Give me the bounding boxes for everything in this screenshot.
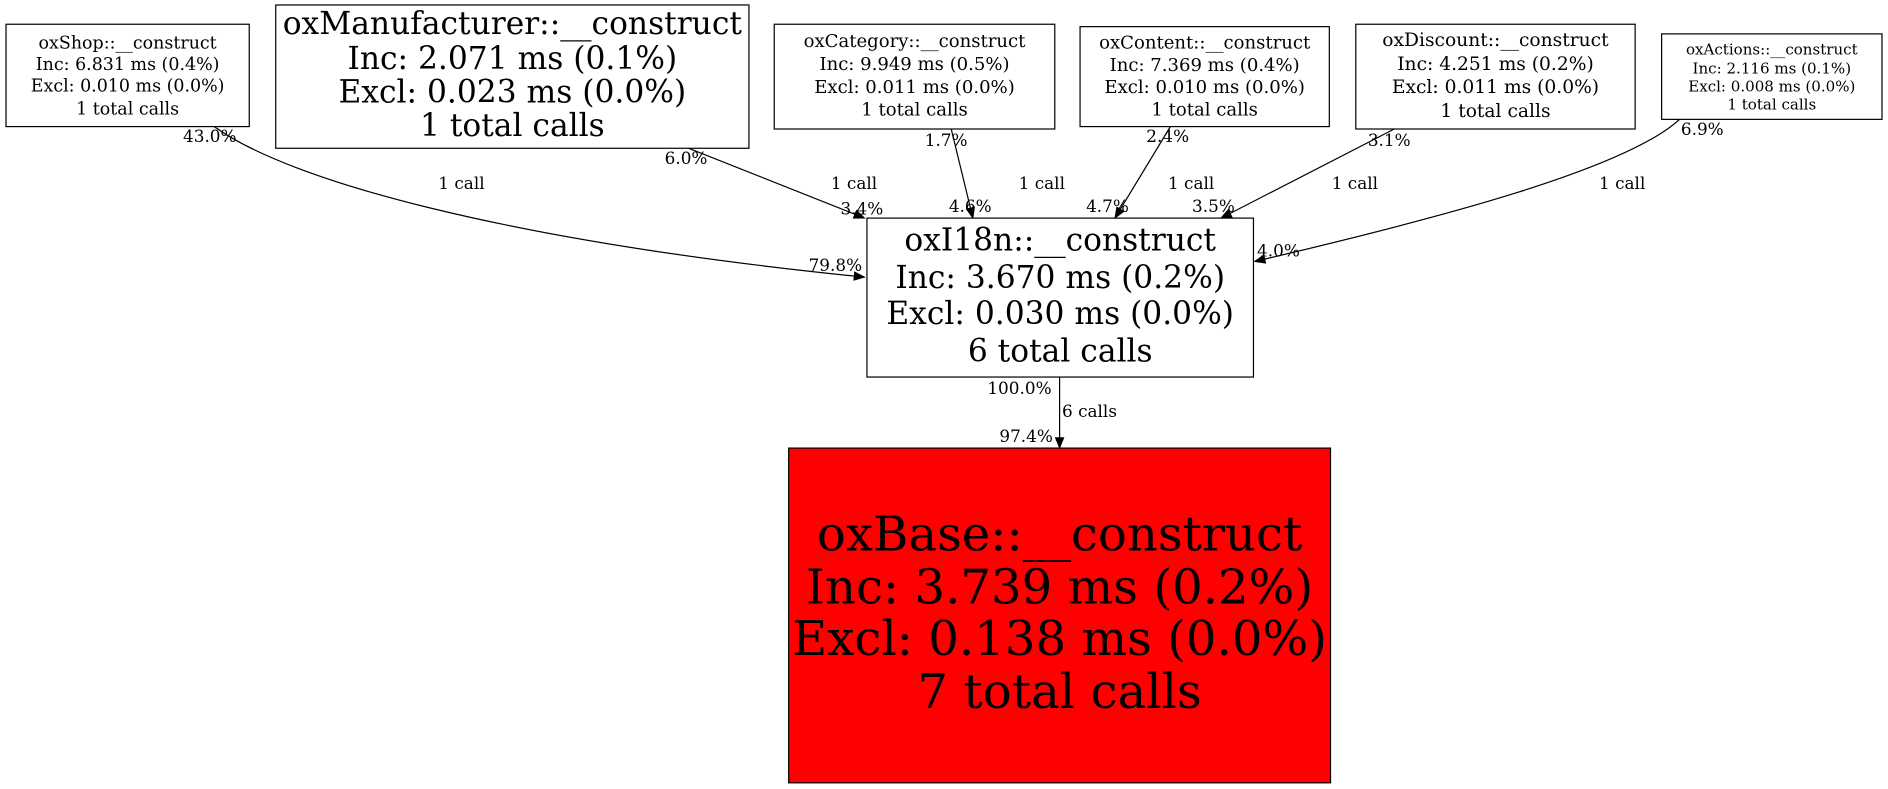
edge-call-label: 1 call xyxy=(831,173,877,193)
edge-tail-percent: 6.0% xyxy=(665,148,708,168)
edge-call-label: 1 call xyxy=(1599,173,1645,193)
edge-call-label: 1 call xyxy=(1168,173,1214,193)
edge-tail-percent: 100.0% xyxy=(987,378,1051,398)
node-line: oxBase::__construct xyxy=(817,506,1302,562)
edge-tail-percent: 43.0% xyxy=(183,126,237,146)
edge-call-label: 1 call xyxy=(438,173,484,193)
node-line: 7 total calls xyxy=(917,664,1201,720)
node-line: oxShop::__construct xyxy=(39,33,217,53)
node-line: Inc: 2.071 ms (0.1%) xyxy=(347,41,677,77)
edge-oxcategory-to-oxi18n: 1 call 1.7% 4.6% xyxy=(925,128,1065,220)
edge-head-percent: 79.8% xyxy=(809,255,863,275)
node-box xyxy=(1661,33,1883,120)
edge-head-percent: 3.4% xyxy=(840,198,883,218)
edge-line xyxy=(688,147,866,219)
node-box xyxy=(275,4,750,149)
node-line: Inc: 2.116 ms (0.1%) xyxy=(1693,60,1852,78)
edge-oxmanufacturer-to-oxi18n: 1 call 6.0% 3.4% xyxy=(665,147,883,219)
edge-oxi18n-to-oxbase: 6 calls 100.0% 97.4% xyxy=(987,377,1117,450)
edge-line xyxy=(213,126,866,281)
node-line: 1 total calls xyxy=(420,108,605,144)
node-line: 1 total calls xyxy=(76,100,179,120)
node-box xyxy=(5,23,250,128)
node-line: Inc: 3.670 ms (0.2%) xyxy=(895,260,1225,296)
node-box xyxy=(788,447,1332,784)
node-line: Excl: 0.010 ms (0.0%) xyxy=(1104,77,1305,98)
node-box xyxy=(773,23,1056,130)
node-line: Excl: 0.010 ms (0.0%) xyxy=(31,77,225,97)
node-line: 1 total calls xyxy=(861,100,968,121)
edge-call-label: 1 call xyxy=(1332,173,1378,193)
node-line: oxI18n::__construct xyxy=(904,223,1216,259)
edge-oxdiscount-to-oxi18n: 1 call 3.1% 3.5% xyxy=(1192,128,1411,219)
edge-line xyxy=(1253,118,1681,264)
node-box xyxy=(1079,26,1330,128)
edge-oxactions-to-oxi18n: 1 call 6.9% 4.0% xyxy=(1253,118,1724,264)
node-line: Inc: 4.251 ms (0.2%) xyxy=(1397,54,1594,75)
node-line: Inc: 7.369 ms (0.4%) xyxy=(1110,55,1300,76)
node-line: oxCategory::__construct xyxy=(804,31,1026,52)
node-line: Excl: 0.023 ms (0.0%) xyxy=(338,75,686,111)
node-box xyxy=(1355,23,1636,130)
edge-tail-percent: 6.9% xyxy=(1681,119,1724,139)
node-line: Inc: 9.949 ms (0.5%) xyxy=(819,54,1009,75)
edge-line xyxy=(1114,126,1171,220)
node-line: 1 total calls xyxy=(1727,96,1816,114)
edge-head-percent: 97.4% xyxy=(999,426,1053,446)
edge-head-percent: 3.5% xyxy=(1192,196,1235,216)
node-line: 6 total calls xyxy=(968,333,1153,369)
edge-head-percent: 4.7% xyxy=(1086,196,1129,216)
node-line: 1 total calls xyxy=(1151,100,1258,121)
edge-tail-percent: 3.1% xyxy=(1368,130,1411,150)
edge-call-label: 6 calls xyxy=(1062,401,1117,421)
node-line: 1 total calls xyxy=(1440,101,1550,122)
node-line: Excl: 0.008 ms (0.0%) xyxy=(1688,78,1855,96)
edge-line xyxy=(950,128,976,220)
edge-head-percent: 4.6% xyxy=(949,196,992,216)
node-line: oxContent::__construct xyxy=(1099,32,1311,53)
node-line: Excl: 0.011 ms (0.0%) xyxy=(1392,77,1599,98)
node-line: oxDiscount::__construct xyxy=(1382,30,1609,51)
node-line: Excl: 0.138 ms (0.0%) xyxy=(792,611,1327,667)
edge-oxcontent-to-oxi18n: 1 call 2.4% 4.7% xyxy=(1086,126,1214,220)
edge-head-percent: 4.0% xyxy=(1257,241,1300,261)
node-line: oxManufacturer::__construct xyxy=(283,6,743,42)
edge-tail-percent: 1.7% xyxy=(925,130,968,150)
node-line: Inc: 3.739 ms (0.2%) xyxy=(806,559,1313,615)
edge-tail-percent: 2.4% xyxy=(1146,126,1189,146)
edge-oxshop-to-oxi18n: 1 call 43.0% 79.8% xyxy=(183,126,866,281)
node-line: Excl: 0.011 ms (0.0%) xyxy=(814,77,1015,98)
edge-line xyxy=(1219,128,1395,219)
node-line: oxActions::__construct xyxy=(1686,40,1858,58)
node-line: Excl: 0.030 ms (0.0%) xyxy=(886,296,1234,332)
node-line: Inc: 6.831 ms (0.4%) xyxy=(36,55,220,75)
node-box xyxy=(866,217,1255,378)
edge-call-label: 1 call xyxy=(1019,173,1065,193)
